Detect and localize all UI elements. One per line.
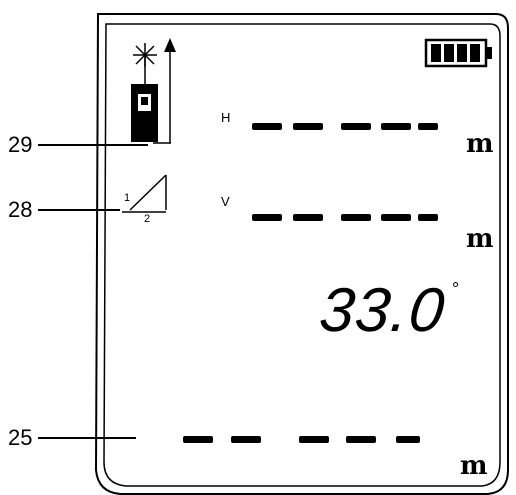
callout-29: 29: [8, 132, 33, 157]
angle-value: 33.0: [316, 276, 449, 345]
indirect-measure-icon: [122, 174, 167, 213]
inner-frame: [103, 23, 501, 487]
main-unit: m: [460, 451, 488, 481]
h-value-dashes: [252, 123, 438, 130]
fraction-numerator: 1: [124, 192, 131, 204]
laser-icon: [133, 43, 157, 84]
angle-degree-symbol: °: [452, 279, 460, 299]
v-value-dashes: [252, 214, 438, 221]
main-value-dashes: [183, 436, 420, 443]
callout-25: 25: [8, 425, 33, 450]
h-unit: m: [466, 129, 494, 159]
v-unit: m: [466, 224, 494, 254]
battery-icon: [424, 38, 492, 68]
h-label: H: [221, 110, 231, 125]
v-label: V: [221, 194, 230, 209]
fraction-denominator: 2: [144, 213, 151, 225]
reference-point-icon: [131, 84, 158, 142]
arrow-up-icon: [153, 38, 176, 144]
outer-frame: [94, 13, 509, 495]
callout-28: 28: [8, 197, 33, 222]
